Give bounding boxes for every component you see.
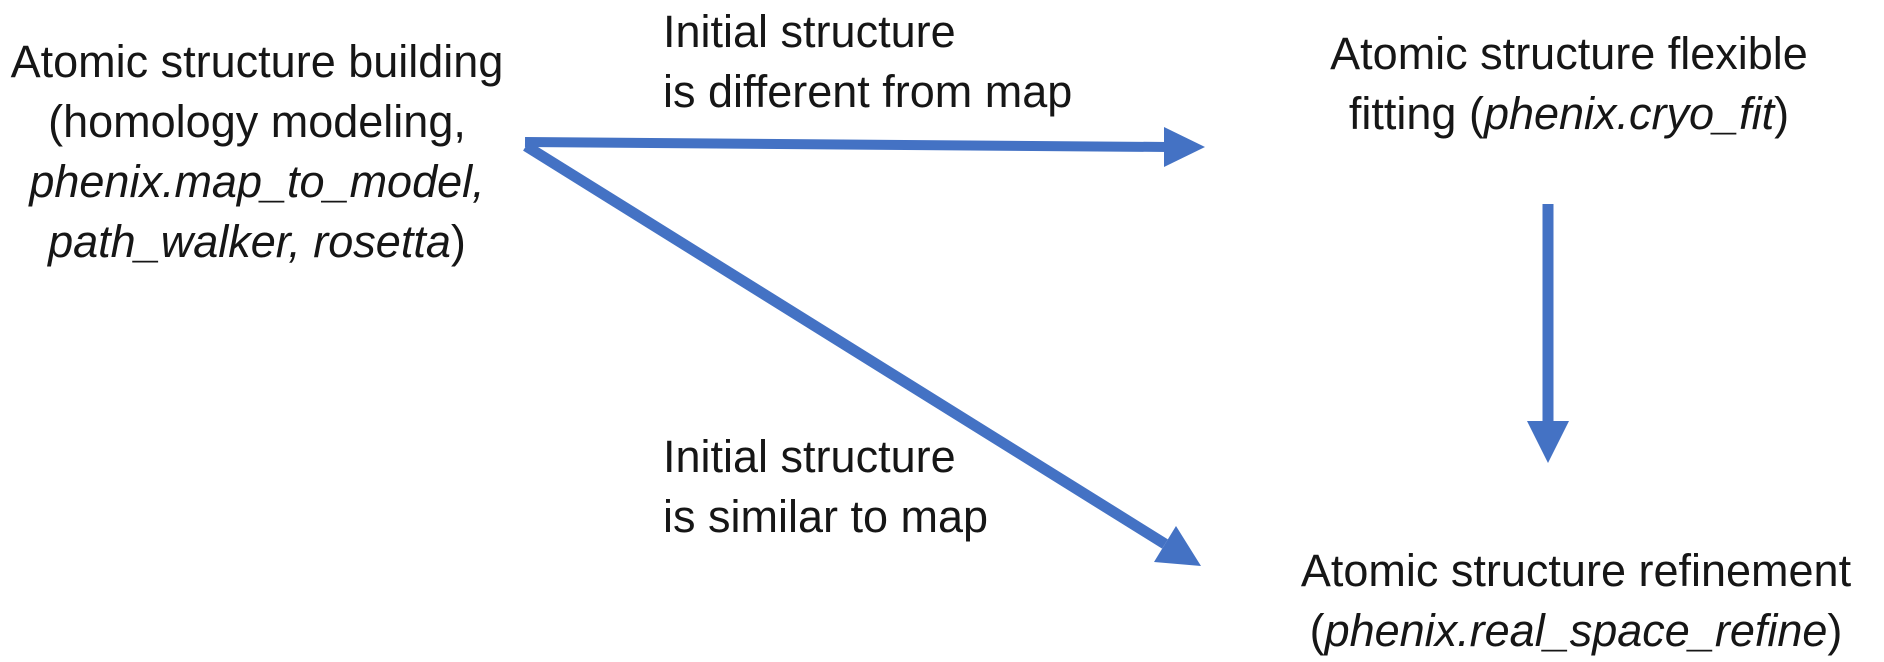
node-flexible-fitting: Atomic structure flexible fitting (pheni…	[1269, 24, 1869, 144]
node-flexible-fitting-line2-paren: )	[1774, 88, 1790, 139]
edge-label-similar-line1: Initial structure	[663, 431, 956, 482]
node-structure-refinement-line1: Atomic structure refinement	[1300, 545, 1852, 596]
arrow-building-to-fitting-shaft	[524, 137, 1169, 152]
node-structure-refinement-line2: (phenix.real_space_refine)	[1276, 601, 1876, 661]
arrow-fitting-to-refinement	[1527, 204, 1569, 463]
node-structure-refinement-program: phenix.real_space_refine	[1324, 605, 1828, 656]
node-structure-building-line3: phenix.map_to_model,	[29, 156, 485, 207]
node-flexible-fitting-program: phenix.cryo_fit	[1483, 88, 1775, 139]
node-flexible-fitting-line2: fitting (phenix.cryo_fit)	[1269, 84, 1869, 144]
arrow-building-to-refinement-shaft	[523, 141, 1168, 549]
edge-label-similar-to-map: Initial structure is similar to map	[663, 427, 988, 547]
arrow-fitting-to-refinement-head-icon	[1527, 421, 1569, 463]
edge-label-different-from-map: Initial structure is different from map	[663, 2, 1072, 122]
node-structure-refinement-line2-prefix: (	[1309, 605, 1325, 656]
node-structure-building-line4-paren: )	[450, 216, 466, 267]
node-structure-building-line4: path_walker, rosetta)	[0, 212, 522, 272]
node-structure-refinement-line2-paren: )	[1827, 605, 1843, 656]
arrow-building-to-refinement	[523, 141, 1201, 566]
edge-label-similar-line2: is similar to map	[663, 491, 989, 542]
node-structure-building-line4-programs: path_walker, rosetta	[48, 216, 451, 267]
node-structure-refinement: Atomic structure refinement (phenix.real…	[1276, 541, 1876, 661]
node-flexible-fitting-line2-prefix: fitting (	[1348, 88, 1484, 139]
node-flexible-fitting-line1: Atomic structure flexible	[1330, 28, 1808, 79]
arrow-building-to-fitting	[524, 127, 1205, 167]
arrow-building-to-refinement-head-icon	[1154, 526, 1201, 566]
arrow-building-to-fitting-head-icon	[1164, 127, 1205, 167]
node-structure-building-line1: Atomic structure building	[10, 36, 504, 87]
node-structure-building-line2: (homology modeling,	[48, 96, 466, 147]
edge-label-different-line2: is different from map	[663, 66, 1073, 117]
node-structure-building: Atomic structure building (homology mode…	[0, 32, 522, 272]
edge-label-different-line1: Initial structure	[663, 6, 956, 57]
